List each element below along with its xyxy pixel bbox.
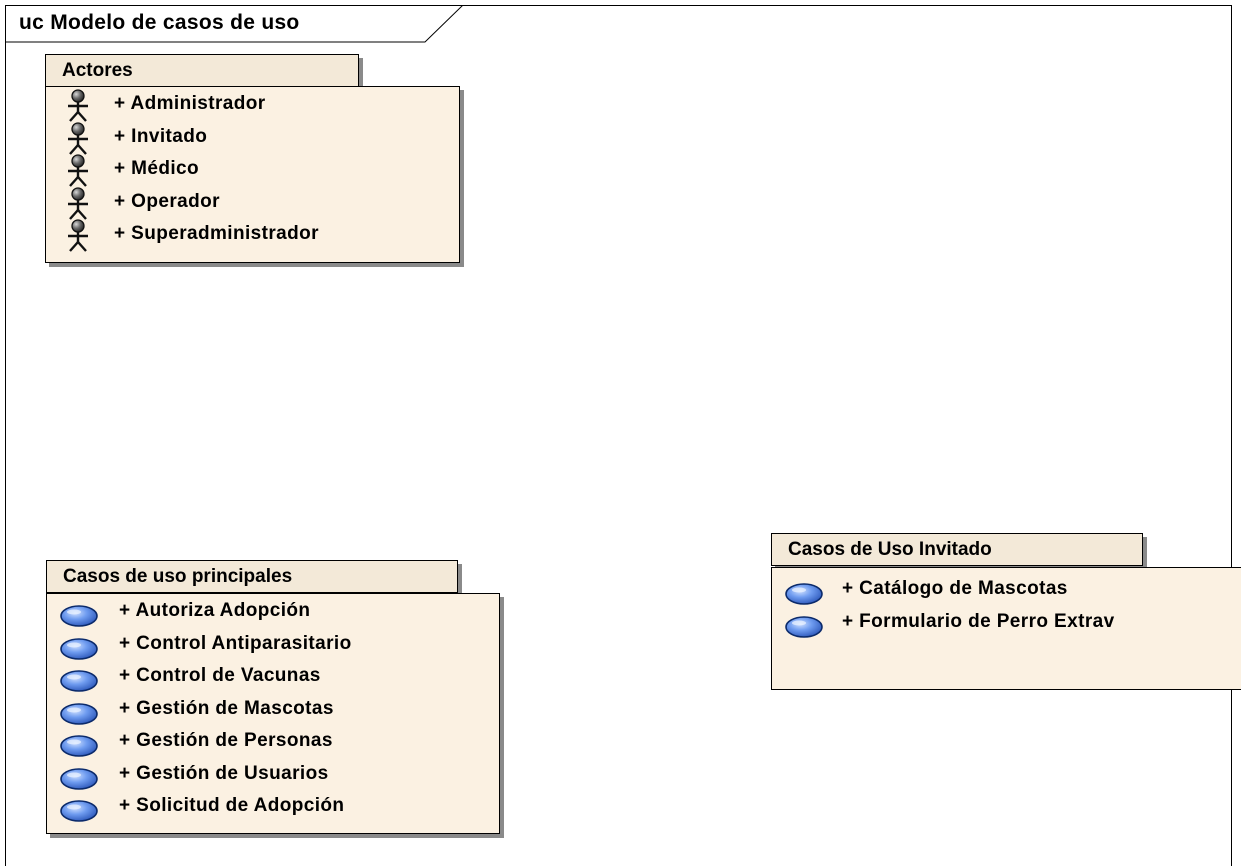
- usecase-label: + Gestión de Mascotas: [119, 697, 334, 719]
- actor-label: + Superadministrador: [114, 223, 319, 244]
- usecase-icon: [59, 636, 99, 662]
- package-tab[interactable]: Casos de uso principales: [46, 560, 458, 593]
- usecase-label: + Catálogo de Mascotas: [842, 578, 1068, 599]
- package-body[interactable]: + Administrador + Invitado + Médico + Op…: [45, 86, 460, 263]
- usecase-icon: [784, 581, 824, 607]
- usecase-item-control-antiparasitario[interactable]: + Control Antiparasitario: [47, 631, 499, 664]
- usecase-icon: [59, 603, 99, 629]
- usecase-label: + Solicitud de Adopción: [119, 795, 345, 816]
- actor-item-superadministrador[interactable]: + Superadministrador: [46, 221, 459, 254]
- usecase-item-formulario-de-perro-extraviado[interactable]: + Formulario de Perro Extrav: [772, 609, 1241, 642]
- actor-item-medico[interactable]: + Médico: [46, 156, 459, 189]
- usecase-label: + Gestión de Personas: [119, 730, 333, 751]
- actor-label: + Operador: [114, 190, 220, 212]
- actor-label: + Invitado: [114, 125, 208, 147]
- package-tab[interactable]: Actores: [45, 54, 359, 87]
- usecase-item-gestion-de-personas[interactable]: + Gestión de Personas: [47, 728, 499, 761]
- actor-item-invitado[interactable]: + Invitado: [46, 124, 459, 157]
- diagram-frame-tab: uc Modelo de casos de uso: [5, 5, 465, 43]
- usecase-item-gestion-de-usuarios[interactable]: + Gestión de Usuarios: [47, 761, 499, 794]
- usecase-label: + Formulario de Perro Extrav: [842, 610, 1115, 632]
- actor-label: + Administrador: [114, 93, 266, 114]
- diagram-frame: [5, 5, 1232, 866]
- package-body[interactable]: + Catálogo de Mascotas + Formulario de P…: [771, 567, 1241, 690]
- actor-item-operador[interactable]: + Operador: [46, 189, 459, 222]
- usecase-label: + Gestión de Usuarios: [119, 762, 329, 784]
- actor-icon: [64, 89, 92, 123]
- actor-item-administrador[interactable]: + Administrador: [46, 91, 459, 124]
- usecase-label: + Control de Vacunas: [119, 665, 321, 686]
- usecase-item-gestion-de-mascotas[interactable]: + Gestión de Mascotas: [47, 696, 499, 729]
- usecase-item-catalogo-de-mascotas[interactable]: + Catálogo de Mascotas: [772, 576, 1241, 609]
- usecase-item-autoriza-adopcion[interactable]: + Autoriza Adopción: [47, 598, 499, 631]
- usecase-icon: [59, 733, 99, 759]
- usecase-label: + Autoriza Adopción: [119, 600, 311, 621]
- package-title: Casos de Uso Invitado: [788, 539, 992, 560]
- usecase-item-control-de-vacunas[interactable]: + Control de Vacunas: [47, 663, 499, 696]
- actor-icon: [64, 187, 92, 221]
- usecase-icon: [59, 766, 99, 792]
- actor-icon: [64, 154, 92, 188]
- package-title: Actores: [62, 60, 133, 81]
- usecase-list: + Catálogo de Mascotas + Formulario de P…: [772, 576, 1241, 641]
- usecase-label: + Control Antiparasitario: [119, 632, 352, 654]
- usecase-icon: [59, 668, 99, 694]
- actor-list: + Administrador + Invitado + Médico + Op…: [46, 91, 459, 254]
- actor-icon: [64, 219, 92, 253]
- usecase-icon: [59, 701, 99, 727]
- usecase-icon: [59, 798, 99, 824]
- usecase-item-solicitud-de-adopcion[interactable]: + Solicitud de Adopción: [47, 793, 499, 826]
- package-tab[interactable]: Casos de Uso Invitado: [771, 533, 1143, 566]
- package-body[interactable]: + Autoriza Adopción + Control Antiparasi…: [46, 593, 500, 834]
- diagram-title: uc Modelo de casos de uso: [19, 11, 300, 34]
- usecase-icon: [784, 614, 824, 640]
- actor-label: + Médico: [114, 158, 200, 179]
- usecase-list: + Autoriza Adopción + Control Antiparasi…: [47, 598, 499, 826]
- actor-icon: [64, 122, 92, 156]
- package-title: Casos de uso principales: [63, 566, 293, 587]
